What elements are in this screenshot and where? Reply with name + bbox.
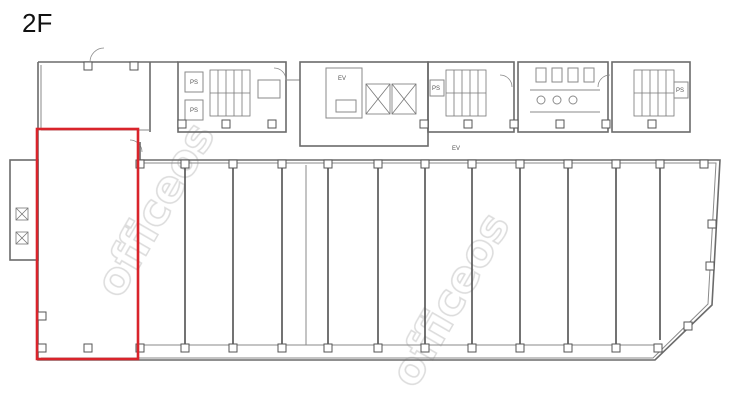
floor-label: 2F	[22, 8, 53, 38]
left-elevator-icon	[15, 207, 29, 245]
ev-hall-tag: EV	[338, 76, 346, 82]
highlighted-unit[interactable]	[35, 127, 140, 361]
bottom-columns	[37, 343, 663, 353]
toilet-block	[517, 61, 609, 133]
corridor-tag: EV	[452, 146, 460, 152]
stair-core-2	[427, 61, 515, 133]
ps-tag-3: PS	[432, 86, 440, 92]
elevator-1-icon	[365, 83, 391, 115]
ps-tag-4: PS	[676, 88, 684, 94]
svg-text:officeos: officeos	[85, 114, 225, 305]
stair-1-icon	[209, 69, 251, 117]
svg-text:officeos: officeos	[380, 204, 520, 395]
stair-2-icon	[445, 69, 487, 117]
stair-3-icon	[633, 69, 675, 117]
left-entrance-core	[9, 159, 39, 261]
stair-core-3	[611, 61, 691, 133]
elevator-2-icon	[391, 83, 417, 115]
elevator-hall	[299, 61, 429, 147]
stair-core-1	[177, 61, 287, 133]
core-block: PS PS EV PS	[37, 61, 691, 147]
top-columns	[135, 159, 709, 169]
ps-tag-2: PS	[190, 108, 198, 114]
watermark: officeos officeos	[85, 113, 522, 396]
toilet-fixtures-icon	[530, 67, 600, 113]
ps-tag-1: PS	[190, 80, 198, 86]
door-swings	[89, 47, 611, 153]
